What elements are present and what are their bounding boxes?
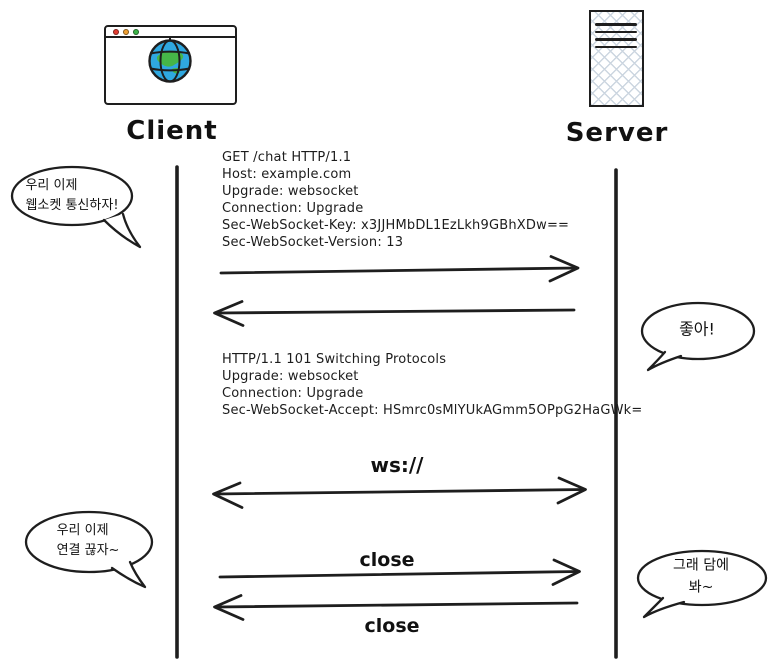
server-slot-line <box>595 38 637 41</box>
traffic-light-green-icon <box>133 28 139 35</box>
client-label: Client <box>126 116 218 146</box>
traffic-light-red-icon <box>113 28 119 35</box>
globe-icon <box>146 36 194 88</box>
bubble-shape-client-start <box>10 165 142 249</box>
bubble-shape-client-end <box>24 510 154 589</box>
arrow-handshake-response <box>213 300 576 327</box>
server-label: Server <box>565 118 669 148</box>
server-slot-line <box>595 45 637 49</box>
traffic-light-yellow-icon <box>123 28 129 35</box>
server-slot-line <box>595 30 637 34</box>
arrow-handshake-request <box>219 255 580 283</box>
arrow-close-response <box>213 594 579 621</box>
arrow-close-request <box>218 558 581 586</box>
server-slot-line <box>595 23 637 26</box>
bubble-shape-server-bye <box>636 549 768 619</box>
client-browser-icon <box>104 25 237 105</box>
browser-titlebar <box>106 27 235 38</box>
arrow-websocket-channel <box>212 476 587 509</box>
bubble-shape-server-ok <box>640 301 756 372</box>
server-tower-icon <box>589 10 644 107</box>
